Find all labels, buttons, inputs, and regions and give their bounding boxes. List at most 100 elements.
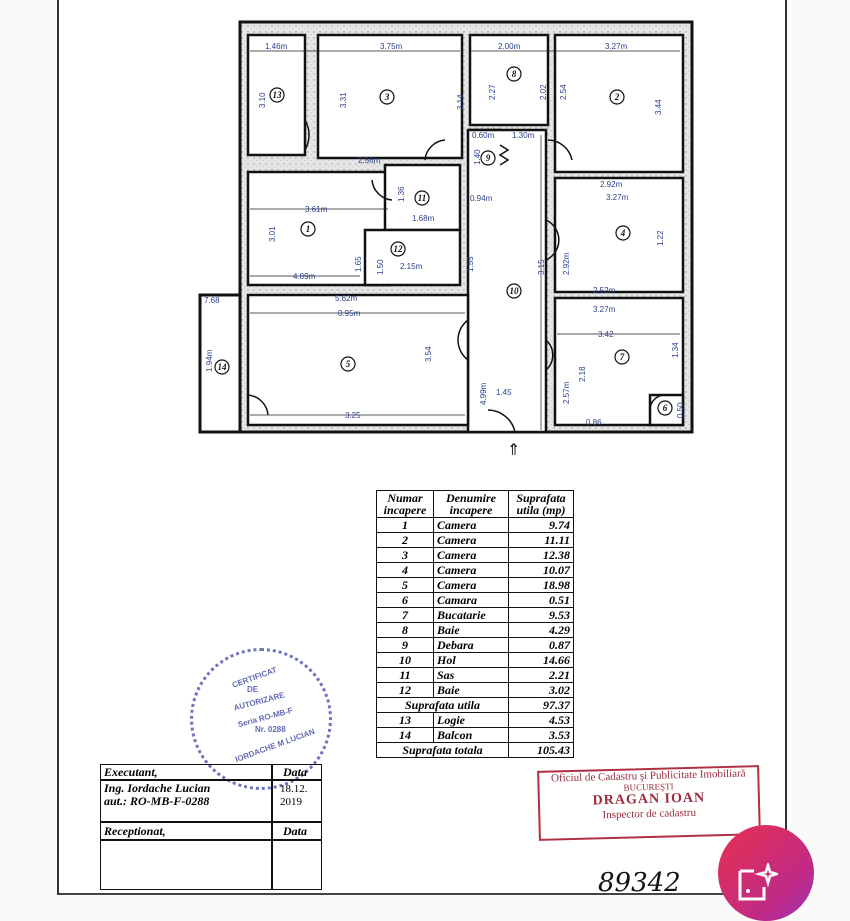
room-name-cell: Camera: [433, 562, 509, 578]
dimension-label: 0.50: [676, 402, 685, 418]
room-name-cell: Debara: [433, 637, 509, 653]
column-header: Numar incapere: [376, 490, 434, 518]
dimension-label: 2.57m: [562, 381, 571, 404]
room-area-cell: 3.53: [508, 727, 574, 743]
room-number-cell: 13: [376, 712, 434, 728]
room-area-cell: 18.98: [508, 577, 574, 593]
room-number-cell: 11: [376, 667, 434, 683]
room-name-cell: Baie: [433, 682, 509, 698]
room-number-label: 12: [394, 244, 404, 254]
dimension-label: 0.60m: [472, 131, 495, 140]
dimension-label: 3.44: [654, 99, 663, 115]
dimension-label: 1.68m: [412, 214, 435, 223]
room-8: [468, 33, 550, 127]
dimension-label: 1.55: [466, 256, 475, 272]
dimension-label: 3.27m: [593, 305, 616, 314]
cadastre-stamp: Oficiul de Cadastru şi Publicitate Imobi…: [537, 765, 761, 841]
dimension-label: 3.75m: [380, 42, 403, 51]
divider: [271, 765, 273, 889]
room-5: [246, 293, 470, 427]
room-area-cell: 4.53: [508, 712, 574, 728]
room-area-cell: 9.74: [508, 517, 574, 533]
dimension-label: 3.42: [598, 330, 614, 339]
room-number-label: 10: [510, 286, 520, 296]
entrance-arrow-icon: ⇑: [507, 442, 520, 459]
room-area-cell: 10.07: [508, 562, 574, 578]
room-number-label: 1: [306, 224, 311, 234]
room-area-cell: 14.66: [508, 652, 574, 668]
dimension-label: 2.00m: [498, 42, 521, 51]
room-10-hol: [466, 128, 548, 434]
dimension-label: 1.50: [376, 259, 385, 275]
room-number-cell: 3: [376, 547, 434, 563]
stamp-text: Nr. 0288: [255, 725, 286, 734]
room-number-cell: 14: [376, 727, 434, 743]
room-area-cell: 4.29: [508, 622, 574, 638]
subtotal-value: 97.37: [508, 697, 574, 713]
dimension-label: 2.18: [578, 366, 587, 382]
total-value: 105.43: [508, 742, 574, 758]
dimension-label: 1.94m: [205, 349, 214, 372]
room-area-cell: 2.21: [508, 667, 574, 683]
divider: [101, 839, 321, 841]
room-walls: [246, 33, 685, 434]
dimension-label: 3.61m: [305, 205, 328, 214]
room-name-cell: Sas: [433, 667, 509, 683]
doors: [247, 119, 666, 433]
room-area-cell: 0.51: [508, 592, 574, 608]
room-name-cell: Hol: [433, 652, 509, 668]
dimension-label: 1.46m: [265, 42, 288, 51]
room-13: [246, 33, 307, 157]
authorization-stamp: CERTIFICAT DE AUTORIZARE Seria RO-MB-F N…: [190, 648, 332, 790]
room-number-label: 9: [486, 153, 491, 163]
room-number-label: 3: [384, 92, 390, 102]
dimension-label: 1.30m: [512, 131, 535, 140]
room-area-table: Numar incapere Denumire incapere Suprafa…: [376, 490, 574, 758]
handwritten-number: 89342: [598, 868, 681, 898]
received-date-label: Data: [283, 824, 307, 838]
room-number-label: 13: [273, 90, 283, 100]
subtotal-row: Suprafata utila 97.37: [376, 697, 574, 713]
room-area-cell: 12.38: [508, 547, 574, 563]
subtotal-label: Suprafata utila: [376, 697, 509, 713]
dimension-label: 1.65: [354, 256, 363, 272]
table-header-row: Numar incapere Denumire incapere Suprafa…: [376, 490, 574, 518]
dimension-label: 0.95m: [338, 309, 361, 318]
dimension-label: 4.89m: [293, 272, 316, 281]
room-number-cell: 2: [376, 532, 434, 548]
dimension-label: 2.92m: [600, 180, 623, 189]
executant-authorization: aut.: RO-MB-F-0288: [104, 794, 210, 808]
room-number-label: 6: [663, 403, 668, 413]
room-number-label: 4: [620, 228, 626, 238]
room-name-cell: Balcon: [433, 727, 509, 743]
column-header: Suprafata utila (mp): [508, 490, 574, 518]
stamp-text: DE: [247, 685, 259, 694]
executant-name: Ing. Iordache Lucian: [104, 781, 211, 795]
dimension-label: 5.62m: [335, 294, 358, 303]
date-value: 18.12.: [280, 783, 308, 795]
dimension-label: 4.99m: [479, 382, 488, 405]
dimension-label: 0.86: [586, 418, 602, 427]
room-area-cell: 9.53: [508, 607, 574, 623]
dimension-label: 3.27m: [605, 42, 628, 51]
room-number-cell: 10: [376, 652, 434, 668]
room-name-cell: Camera: [433, 517, 509, 533]
edit-image-button[interactable]: [718, 825, 814, 921]
dimension-label: 3.54: [424, 346, 433, 362]
total-label: Suprafata totala: [376, 742, 509, 758]
dimension-label: 3.31: [339, 92, 348, 108]
dimension-label: 2.02: [539, 84, 548, 100]
dimension-label: 2.92m: [562, 252, 571, 275]
room-number-label: 2: [614, 92, 620, 102]
dimension-label: 3.15: [537, 259, 546, 275]
room-number-label: 7: [620, 352, 625, 362]
executant-label: Executant,: [104, 765, 158, 779]
room-area-cell: 11.11: [508, 532, 574, 548]
